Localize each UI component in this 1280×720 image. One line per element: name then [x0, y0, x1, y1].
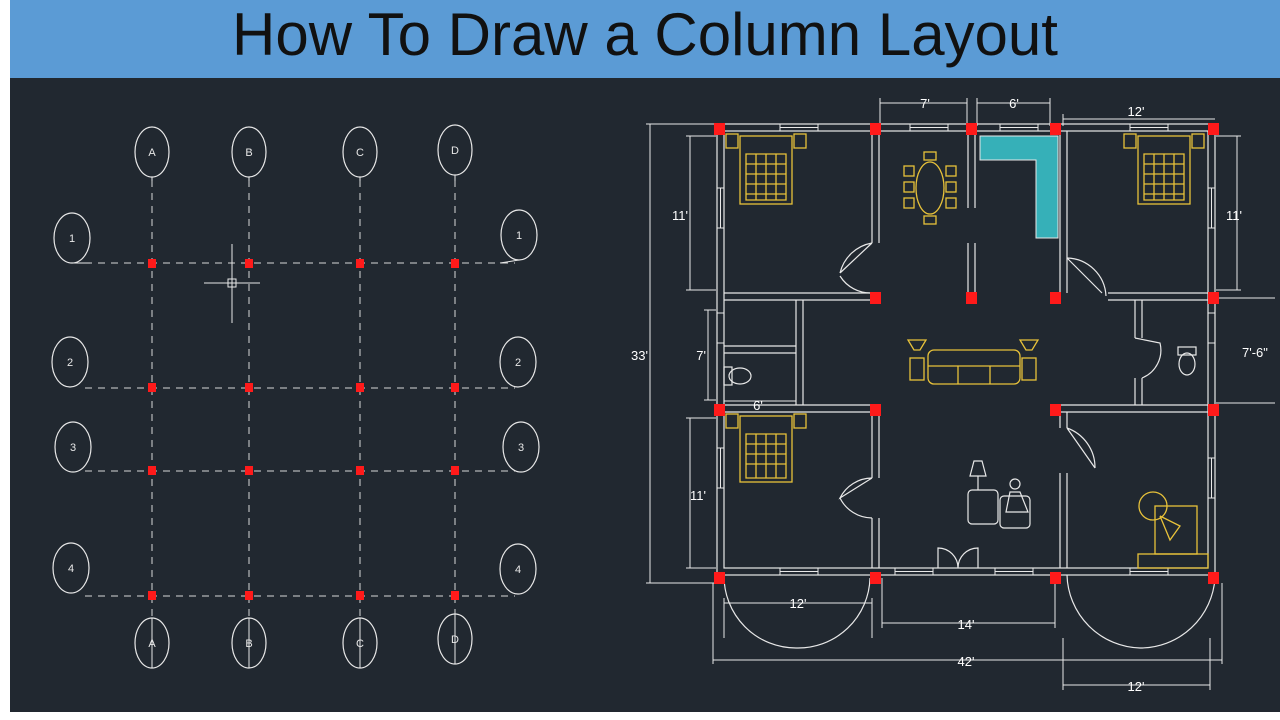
windows	[716, 123, 1216, 576]
furniture	[725, 133, 1209, 569]
grid-label-4-left: 4	[68, 563, 74, 575]
grid-label-3-right: 3	[518, 442, 524, 454]
grid-label-d-top: D	[451, 145, 459, 157]
dimension-lines	[646, 98, 1275, 690]
title-banner: How To Draw a Column Layout	[10, 0, 1280, 78]
grid-label-d-bottom: D	[451, 634, 459, 646]
grid-label-b-top: B	[245, 147, 252, 159]
doors	[723, 242, 1216, 649]
grid-label-3-left: 3	[70, 442, 76, 454]
bed-icon	[725, 413, 807, 483]
cad-viewport[interactable]: A B C D A B C D 1 1 2 2 3 3 4 4	[10, 78, 1280, 712]
grid-columns	[148, 259, 459, 600]
grid-label-4-right: 4	[515, 564, 521, 576]
grid-label-c-bottom: C	[356, 638, 364, 650]
dim-bottom-left: 12'	[790, 596, 807, 611]
dim-top-right: 12'	[1128, 104, 1145, 119]
dim-top-mid: 6'	[1009, 96, 1019, 111]
dim-bottom-total: 42'	[958, 654, 975, 669]
bed-icon	[1123, 133, 1205, 205]
toilet-icon	[723, 346, 1197, 386]
grid-bubble-3-right	[502, 421, 540, 473]
dim-bottom-mid: 14'	[958, 617, 975, 632]
sofa-icon	[906, 339, 1040, 385]
plan-columns	[714, 123, 1219, 584]
grid-bubble-2-left	[51, 336, 89, 388]
grid-bubble-2-right	[499, 336, 537, 388]
grid-label-a-top: A	[148, 147, 156, 159]
dining-table-icon	[903, 151, 957, 225]
crosshair-cursor-icon	[204, 244, 260, 323]
dim-right-mid: 7'-6"	[1242, 345, 1268, 360]
interior-walls	[724, 131, 1208, 568]
grid-label-c-top: C	[356, 147, 364, 159]
armchair-icon	[967, 460, 1031, 529]
dim-right-upper: 11'	[1226, 208, 1242, 223]
grid-label-a-bottom: A	[148, 638, 156, 650]
page-title: How To Draw a Column Layout	[232, 1, 1058, 68]
grid-label-b-bottom: B	[245, 638, 252, 650]
grid-bubble-3-left	[54, 421, 92, 473]
grid-label-2-left: 2	[67, 357, 73, 369]
grid-label-1-right: 1	[516, 230, 522, 242]
dim-top-left: 7'	[920, 96, 930, 111]
grid-label-1-left: 1	[69, 233, 75, 245]
grid-label-2-right: 2	[515, 357, 521, 369]
dim-left-lower: 11'	[690, 488, 706, 503]
dim-left-upper: 11'	[672, 208, 688, 223]
dim-left-total: 33'	[631, 348, 648, 363]
drawing-canvas[interactable]: A B C D A B C D 1 1 2 2 3 3 4 4	[10, 78, 1280, 712]
bed-icon	[725, 133, 807, 205]
dim-bottom-right: 12'	[1128, 679, 1145, 694]
grid-bubble-4-right	[499, 543, 537, 595]
dim-mid-bath-width: 6'	[753, 398, 763, 413]
column-grid	[85, 180, 515, 616]
grid-bubble-4-left	[52, 542, 90, 594]
dim-left-mid: 7'	[696, 348, 706, 363]
floor-plan: 7' 6' 12' 33' 11' 7' 11' 11' 7'-6" 6' 12…	[631, 96, 1275, 694]
kitchen-counter	[979, 135, 1059, 239]
desk-icon	[1137, 491, 1209, 569]
